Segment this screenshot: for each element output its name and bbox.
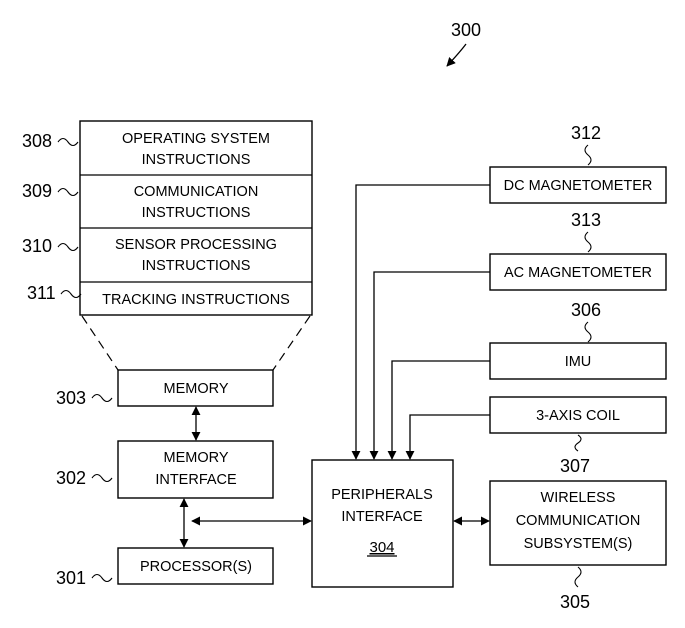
wireless-subsystem-box: [489, 480, 667, 566]
memory-label: MEMORY: [164, 381, 229, 397]
ref-label-301: 301: [56, 568, 86, 588]
figure-pointer-arrow: [446, 43, 467, 67]
ac-magnetometer-box: [489, 253, 667, 291]
leader-303: [91, 393, 113, 403]
ref-label-308: 308: [22, 131, 52, 151]
processor-label: PROCESSOR(S): [140, 559, 252, 575]
leader-307: [574, 434, 582, 452]
ref-label-313: 313: [571, 210, 601, 230]
memory-contents-stack: OPERATING SYSTEM INSTRUCTIONS COMMUNICAT…: [79, 120, 313, 316]
leader-313: [584, 231, 592, 253]
ref-label-307: 307: [560, 456, 590, 476]
imu-label: IMU: [565, 354, 592, 370]
leader-301: [91, 573, 113, 583]
leader-309: [57, 187, 79, 197]
leader-310: [57, 242, 79, 252]
ref-label-303: 303: [56, 388, 86, 408]
sensor-processing-instructions-line-2: INSTRUCTIONS: [142, 258, 251, 274]
leader-306: [584, 321, 592, 343]
wireless-line-2: COMMUNICATION: [516, 513, 641, 529]
figure-number: 300: [451, 20, 481, 40]
ref-label-305: 305: [560, 592, 590, 612]
os-instructions-line-1: OPERATING SYSTEM: [122, 131, 270, 147]
ac-magnetometer-signal-line: [369, 271, 490, 460]
ac-magnetometer-label: AC MAGNETOMETER: [504, 265, 652, 281]
coil-label: 3-AXIS COIL: [536, 408, 620, 424]
expansion-line-right: [272, 315, 311, 371]
tracking-instructions-label: TRACKING INSTRUCTIONS: [102, 292, 290, 308]
dc-magnetometer-label: DC MAGNETOMETER: [504, 178, 653, 194]
ref-label-302: 302: [56, 468, 86, 488]
memory-box: [117, 369, 274, 407]
ref-label-309: 309: [22, 181, 52, 201]
peripherals-interface-line-1: PERIPHERALS: [331, 487, 433, 503]
communication-instructions-line-1: COMMUNICATION: [134, 184, 259, 200]
wireless-line-1: WIRELESS: [541, 490, 616, 506]
peripherals-interface-box: [311, 459, 454, 588]
peripherals-interface-ref: 304: [369, 539, 394, 556]
dc-magnetometer-box: [489, 166, 667, 204]
ref-label-306: 306: [571, 300, 601, 320]
coil-signal-line: [405, 414, 490, 460]
ref-label-310: 310: [22, 236, 52, 256]
ref-label-312: 312: [571, 123, 601, 143]
leader-312: [584, 144, 592, 166]
peripherals-interface-line-2: INTERFACE: [341, 509, 423, 525]
processor-box: [117, 547, 274, 585]
leader-305: [574, 566, 582, 588]
imu-signal-line: [387, 360, 490, 460]
leader-302: [91, 473, 113, 483]
ref-label-311: 311: [27, 283, 56, 303]
leader-308: [57, 137, 79, 147]
leader-311: [60, 289, 82, 299]
dc-magnetometer-signal-line: [351, 184, 490, 460]
os-instructions-line-2: INSTRUCTIONS: [142, 152, 251, 168]
communication-instructions-line-2: INSTRUCTIONS: [142, 205, 251, 221]
memory-interface-box: [117, 440, 274, 499]
wireless-line-3: SUBSYSTEM(S): [524, 536, 633, 552]
sensor-processing-instructions-line-1: SENSOR PROCESSING: [115, 237, 277, 253]
memory-interface-line-1: MEMORY: [164, 450, 229, 466]
memory-interface-line-2: INTERFACE: [155, 472, 237, 488]
coil-box: [489, 396, 667, 434]
expansion-line-left: [81, 315, 119, 371]
